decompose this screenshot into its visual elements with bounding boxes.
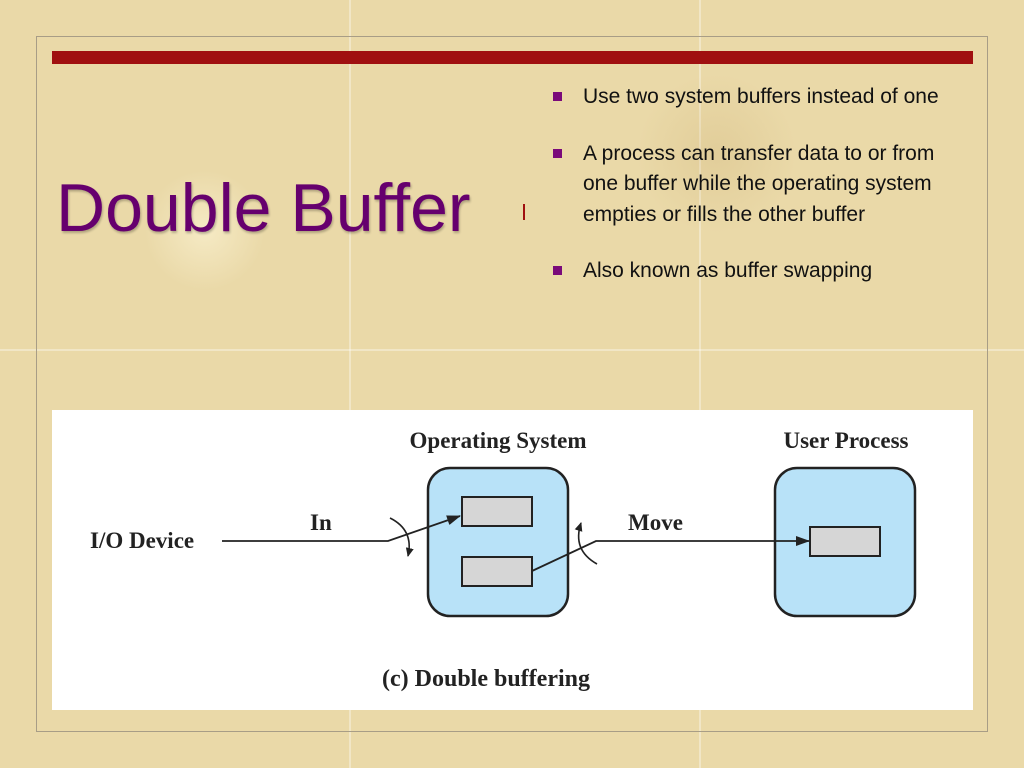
- bullet-square-icon: [553, 148, 562, 158]
- user-process-label: User Process: [784, 428, 909, 453]
- in-arrow: [222, 515, 461, 542]
- os-box: [426, 466, 570, 618]
- bullet-item: Also known as buffer swapping: [553, 256, 943, 287]
- bullet-text: Also known as buffer swapping: [583, 259, 873, 282]
- os-buffer-top: [461, 496, 533, 527]
- user-buffer: [809, 526, 881, 557]
- diagram-svg: Operating System User Process I/O Device…: [90, 428, 917, 692]
- diagram-caption: (c) Double buffering: [382, 666, 590, 692]
- move-label: Move: [628, 510, 683, 535]
- slide-frame: [36, 36, 988, 732]
- in-swap-curve-icon: [389, 517, 414, 557]
- bullet-list: Use two system buffers instead of one A …: [553, 82, 943, 313]
- move-arrow: [531, 536, 810, 572]
- io-device-label: I/O Device: [90, 528, 194, 553]
- accent-tick: [523, 204, 525, 220]
- os-buffer-bottom: [461, 556, 533, 587]
- bullet-item: Use two system buffers instead of one: [553, 82, 943, 113]
- double-buffer-diagram: Operating System User Process I/O Device…: [52, 410, 973, 710]
- bullet-text: A process can transfer data to or from o…: [583, 141, 935, 226]
- slide-title: Double Buffer: [56, 170, 471, 246]
- bullet-item: A process can transfer data to or from o…: [553, 139, 943, 231]
- title-accent-bar: [52, 51, 973, 64]
- in-label: In: [310, 510, 332, 535]
- os-label: Operating System: [410, 428, 587, 453]
- bullet-text: Use two system buffers instead of one: [583, 85, 939, 108]
- bullet-square-icon: [553, 92, 562, 101]
- bullet-square-icon: [553, 266, 562, 275]
- move-swap-curve-icon: [574, 522, 598, 565]
